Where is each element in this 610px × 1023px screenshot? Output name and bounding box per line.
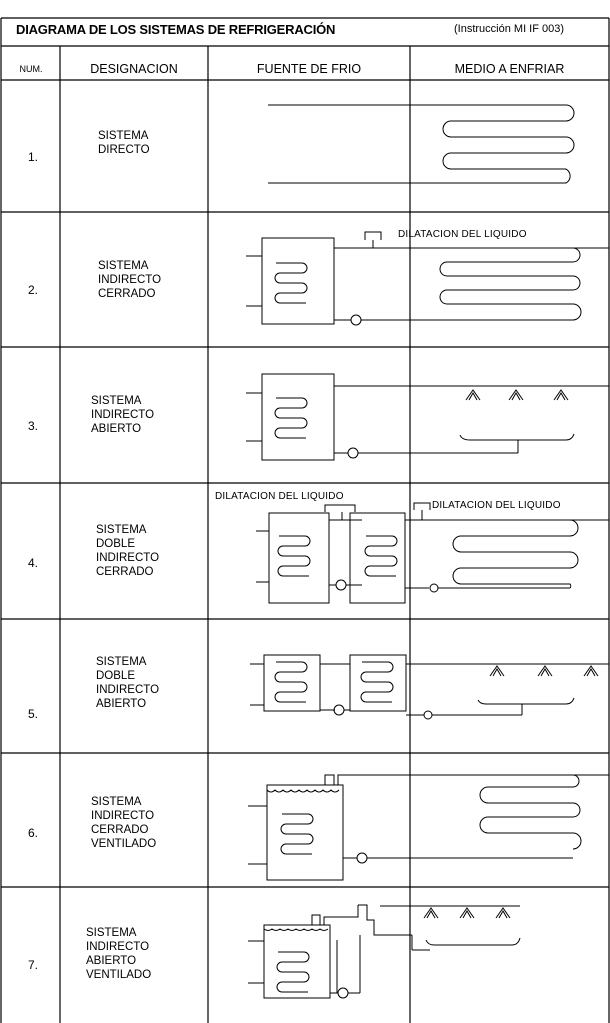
title-bar: DIAGRAMA DE LOS SISTEMAS DE REFRIGERACIÓ… [0,18,610,46]
instruction-reference: (Instrucción MI IF 003) [454,23,565,35]
row-5-designation: SISTEMA DOBLE INDIRECTO ABIERTO [96,656,160,710]
row-6-designation: SISTEMA INDIRECTO CERRADO VENTILADO [91,796,157,850]
row-6-num: 6. [28,826,39,840]
header-cold-source: FUENTE DE FRIO [256,62,362,76]
row-7-diagram [248,904,521,999]
row-2-num: 2. [28,283,39,297]
row-4-designation: SISTEMA DOBLE INDIRECTO CERRADO [96,524,160,578]
row-4-diagram [256,502,609,604]
row-4-expansion-label-left: DILATACION DEL LIQUIDO [215,491,344,502]
row-5-diagram [250,654,609,720]
header-num: NUM. [19,64,43,74]
row-7-designation: SISTEMA INDIRECTO ABIERTO VENTILADO [86,927,152,981]
row-4-num: 4. [28,556,39,570]
header-medium: MEDIO A ENFRIAR [454,62,565,76]
row-3-num: 3. [28,419,39,433]
header-designation: DESIGNACION [90,62,178,76]
row-2-diagram [246,231,609,326]
row-3-designation: SISTEMA INDIRECTO ABIERTO [91,395,155,435]
row-1-num: 1. [28,150,39,164]
row-3-diagram [246,373,609,461]
diagram-title: DIAGRAMA DE LOS SISTEMAS DE REFRIGERACIÓ… [16,22,336,37]
row-2-expansion-label: DILATACION DEL LIQUIDO [398,229,527,240]
row-2-designation: SISTEMA INDIRECTO CERRADO [98,260,162,300]
row-1-designation: SISTEMA DIRECTO [98,130,150,156]
row-5-num: 5. [28,707,39,721]
row-1-diagram [268,104,575,184]
row-7-num: 7. [28,958,39,972]
row-4-expansion-label-right: DILATACION DEL LIQUIDO [432,500,561,511]
row-6-diagram [248,774,609,881]
